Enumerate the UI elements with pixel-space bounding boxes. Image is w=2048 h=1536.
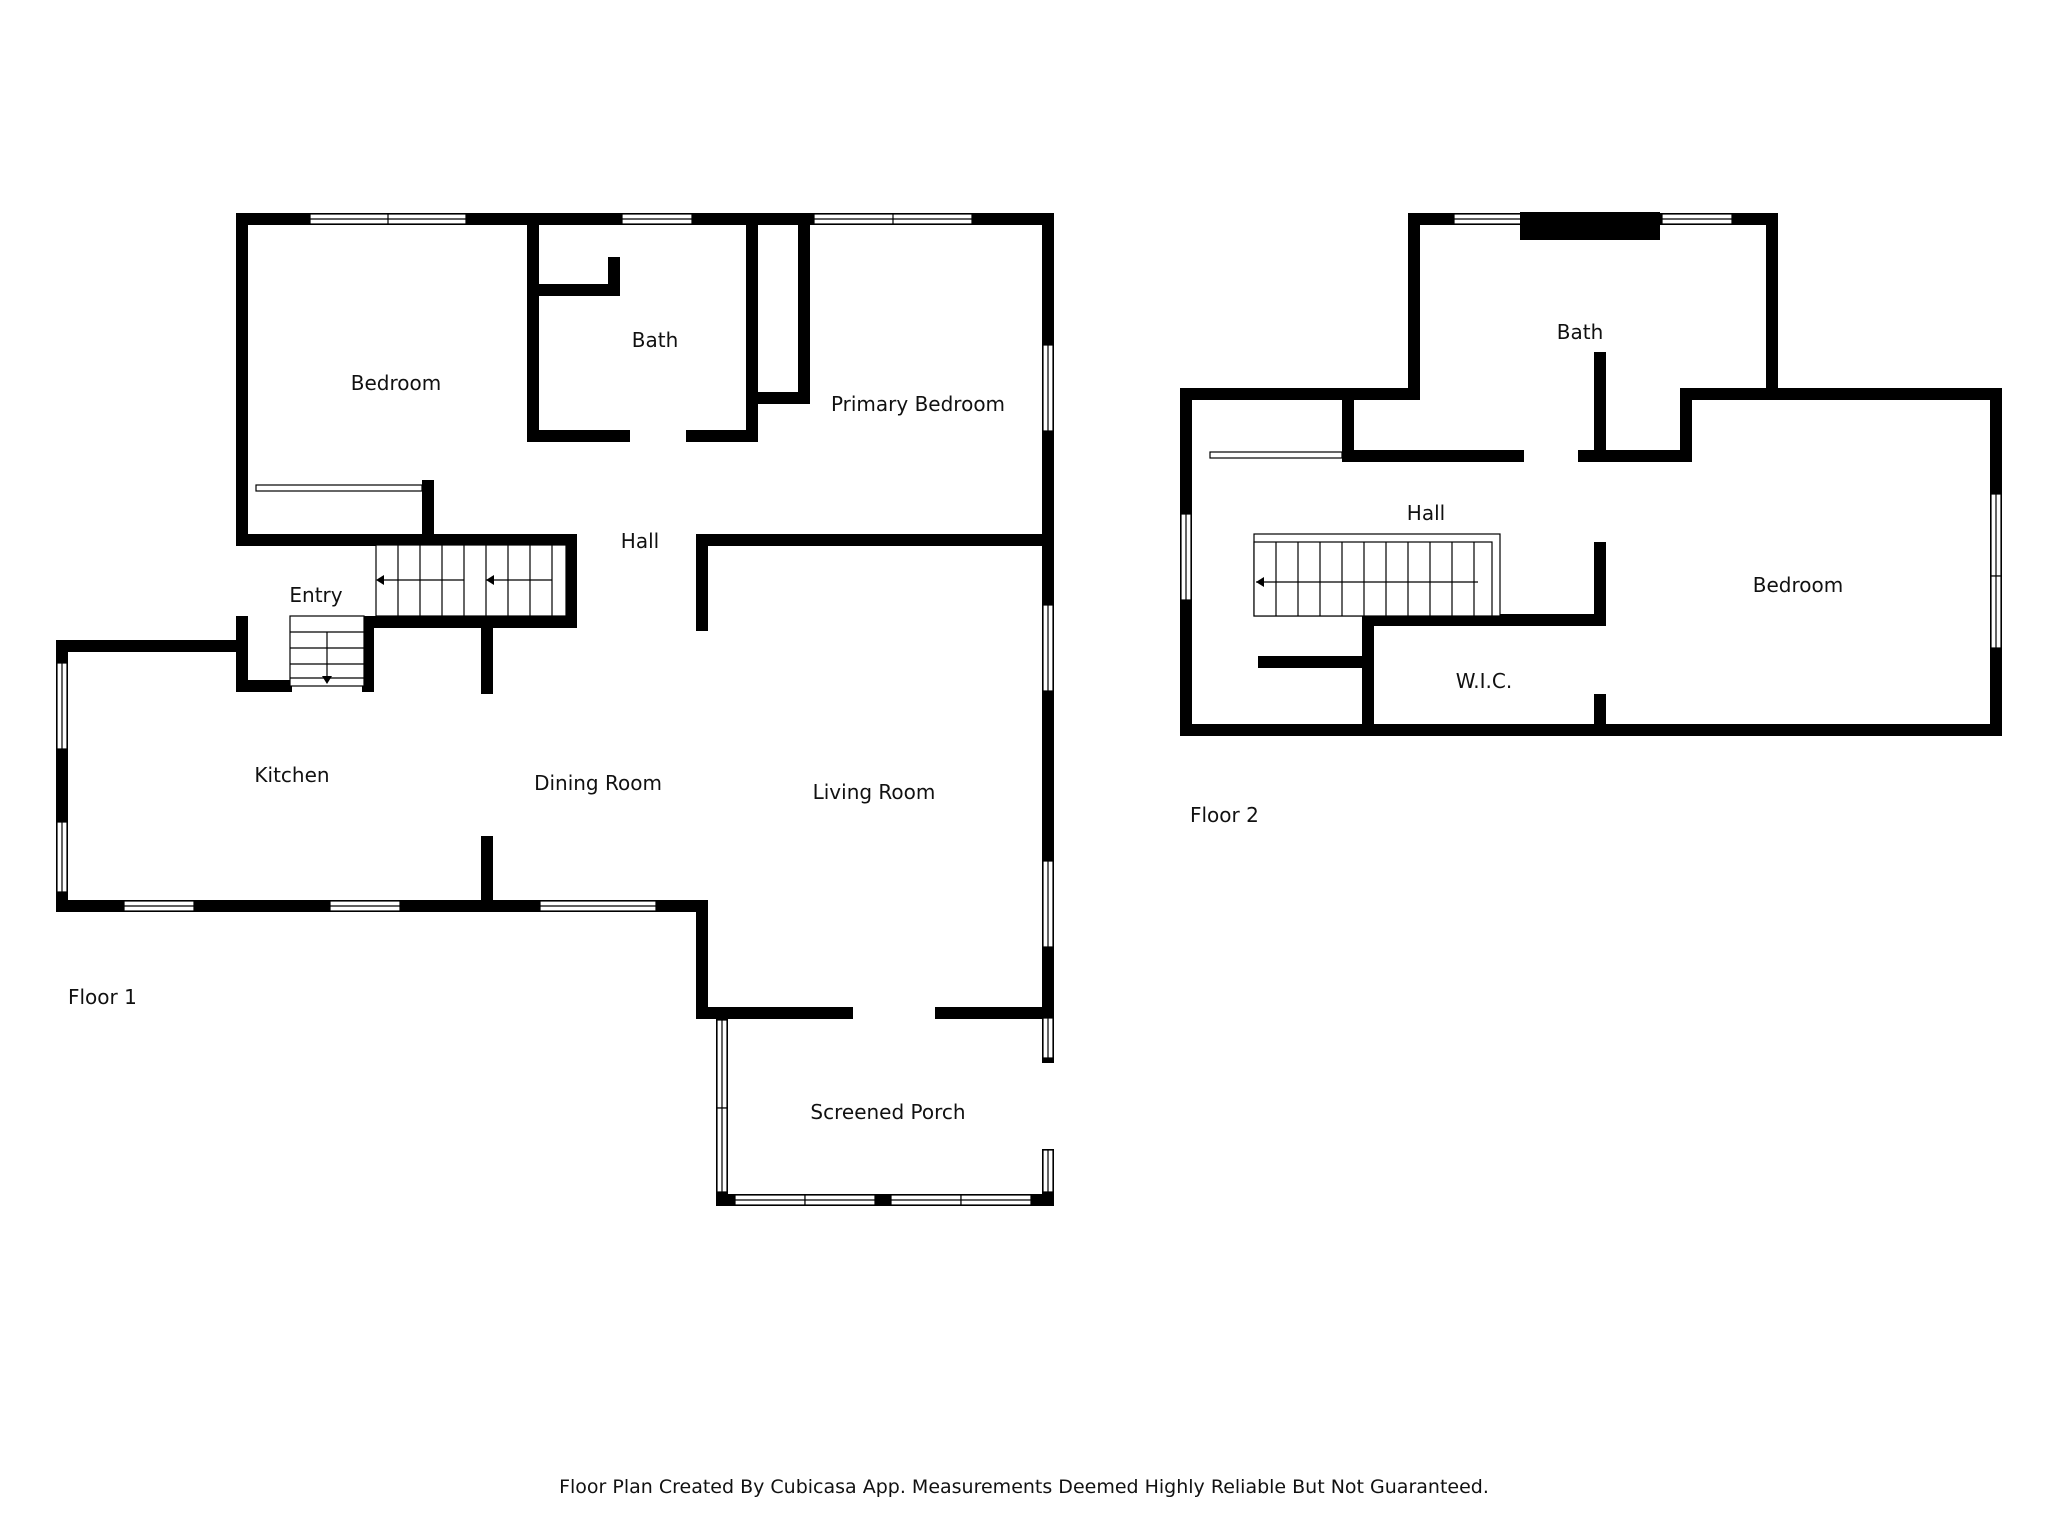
room-label-dining-room: Dining Room <box>534 771 662 795</box>
floor-2-stair-arrow <box>1256 577 1264 587</box>
floor-2-walls <box>1180 213 2002 736</box>
footer-disclaimer: Floor Plan Created By Cubicasa App. Meas… <box>559 1476 1489 1498</box>
room-label-entry: Entry <box>289 583 342 607</box>
floor-1-stair-arrows <box>322 575 494 684</box>
floor-1-openings <box>236 446 1054 1149</box>
floor-1-stairs <box>289 544 567 687</box>
floor-1-label: Floor 1 <box>68 985 137 1009</box>
room-label-primary-bedroom: Primary Bedroom <box>831 392 1005 416</box>
room-label-hall: Hall <box>621 529 659 553</box>
room-label-bedroom-2: Bedroom <box>1753 573 1843 597</box>
room-label-living-room: Living Room <box>813 780 936 804</box>
floor-2-openings <box>1192 462 1606 694</box>
floor-2-windows <box>1180 213 2002 649</box>
room-label-wic: W.I.C. <box>1456 669 1512 693</box>
room-label-bedroom: Bedroom <box>351 371 441 395</box>
room-label-kitchen: Kitchen <box>254 763 329 787</box>
room-label-screened-porch: Screened Porch <box>810 1100 965 1124</box>
floor-1-windows <box>56 213 1054 1206</box>
floor-1-walls <box>56 213 1054 1206</box>
room-label-bath: Bath <box>632 328 679 352</box>
floor-2-stairs <box>1253 533 1501 617</box>
floor-2-fireplace <box>1520 212 1660 240</box>
floor-2-label: Floor 2 <box>1190 803 1259 827</box>
room-label-bath-2: Bath <box>1557 320 1604 344</box>
room-label-hall-2: Hall <box>1407 501 1445 525</box>
